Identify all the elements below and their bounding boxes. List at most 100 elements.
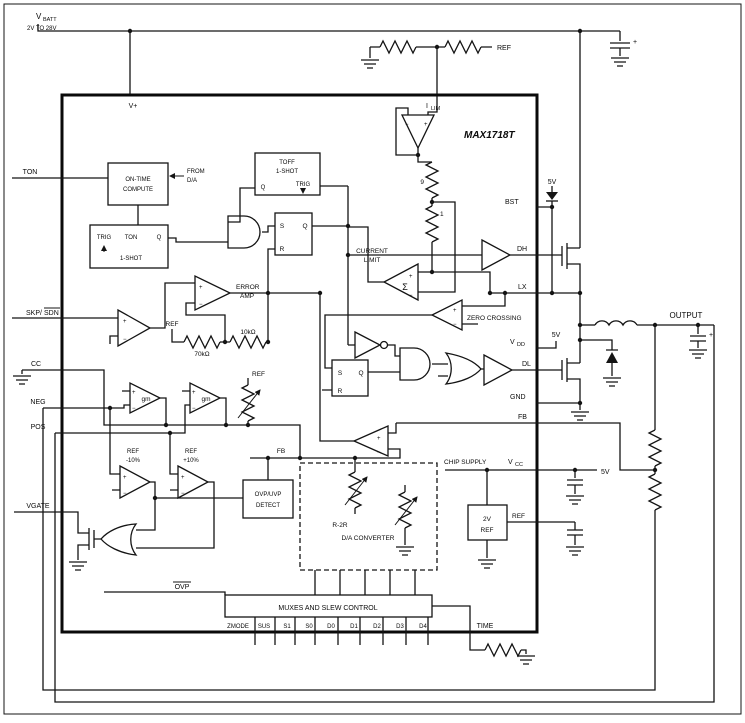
vdd-pin-sub: DD <box>517 342 525 348</box>
minus-mark: − <box>123 491 127 497</box>
on-time-line1: ON-TIME <box>125 177 150 183</box>
ref2v-line1: 2V <box>483 516 492 523</box>
ilim-pin-label: I <box>426 103 428 110</box>
ton-pin-label: TON <box>23 169 38 176</box>
toff-q-label: Q <box>261 185 266 191</box>
on-time-compute-block: ON-TIME COMPUTE TON FROM D/A <box>12 162 205 225</box>
vcc-pin-label: V <box>508 459 513 466</box>
gm-label: gm <box>141 396 150 403</box>
ref-adjust-potentiometer: REF <box>237 371 265 428</box>
gnd-pin-label: GND <box>510 394 526 401</box>
vbatt-label: V <box>36 12 42 21</box>
plus-mark: + <box>424 122 428 128</box>
error-amp-line1: ERROR <box>236 284 260 291</box>
time-net: TIME <box>432 605 535 665</box>
pin-s1: S1 <box>283 624 291 630</box>
mux-label: MUXES AND SLEW CONTROL <box>278 605 377 612</box>
current-limit-line1: CURRENT <box>356 248 388 255</box>
high-side-mosfet <box>561 243 581 293</box>
vplus-pin-label: V+ <box>129 103 138 110</box>
pwm-logic-wires <box>168 185 482 346</box>
pwm-sr-latch: S Q R <box>274 212 313 256</box>
fb-node-label: FB <box>277 448 285 455</box>
gm-label: gm <box>201 396 210 403</box>
minus-mark: − <box>453 322 457 328</box>
r-10k-label: 10kΩ <box>240 329 255 336</box>
five-v-vdd-label: 5V <box>552 332 561 339</box>
sdn-pin-label: SDN <box>44 310 59 317</box>
ratio-1-label: 1 <box>440 211 444 218</box>
minus-mark: − <box>123 337 127 343</box>
ref-low-line2: -10% <box>126 458 141 464</box>
ref-high-line1: REF <box>185 449 197 455</box>
toff-one-shot-block: TOFF 1-SHOT Q TRIG <box>254 152 321 196</box>
ton-one-shot-block: TRIG TON Q 1-SHOT <box>89 224 169 269</box>
toff-label: TOFF <box>279 160 295 166</box>
latch2-r-label: R <box>338 388 343 395</box>
output-net: OUTPUT + <box>577 311 714 511</box>
ton-q-label: Q <box>157 235 162 241</box>
ton-trig-label: TRIG <box>97 235 112 241</box>
five-v-bst-label: 5V <box>548 179 557 186</box>
pwm-and-gate <box>227 215 261 249</box>
vbatt-sub-label: BATT <box>43 17 57 23</box>
current-limit-line2: LIMIT <box>364 257 381 264</box>
minus-mark: − <box>409 293 413 299</box>
mux-slew-block: MUXES AND SLEW CONTROL OVP ZMODE SUS S1 … <box>104 581 433 645</box>
pin-zmode: ZMODE <box>227 624 249 630</box>
latch1-q-label: Q <box>302 223 307 230</box>
minus-mark: − <box>405 122 409 128</box>
ilim-pin-sub: LIM <box>431 106 441 112</box>
skp-sdn-comparator: + − SKP/ SDN <box>12 307 152 348</box>
error-amp-line2: AMP <box>240 293 254 300</box>
r2r-dac-block: R-2R D/A CONVERTER <box>299 462 438 595</box>
ovp-pin-label: OVP <box>175 584 190 591</box>
error-amplifier: + − ERROR AMP REF 10kΩ 70kΩ <box>150 248 354 442</box>
low-side-mosfet <box>561 358 589 421</box>
plus-mark: + <box>453 308 457 314</box>
plus-mark: + <box>132 390 136 396</box>
ref2v-line2: REF <box>481 527 494 534</box>
lx-pin-label: LX <box>518 284 527 291</box>
plus-polarity: + <box>633 39 637 46</box>
chip-supply-label: CHIP SUPPLY <box>444 459 487 466</box>
page-border <box>3 3 742 715</box>
pin-d1: D1 <box>350 624 358 630</box>
feedback-comparator: + − FB <box>250 422 655 471</box>
ton-block-label: TON <box>125 235 138 241</box>
bst-bootstrap: 5V BST <box>505 179 558 296</box>
ref-high-comparator: + − REF +10% <box>177 449 210 500</box>
ilim-setting-network: REF <box>361 39 511 115</box>
ref-out-label: REF <box>512 513 525 520</box>
vgate-pin-label: VGATE <box>26 503 50 510</box>
pin-d3: D3 <box>396 624 404 630</box>
zero-crossing-comparator: + − ZERO CROSSING <box>430 293 522 332</box>
ton-oneshot-label: 1-SHOT <box>120 256 142 262</box>
latch2-q-label: Q <box>358 370 363 377</box>
ovp-uvp-line2: DETECT <box>256 503 280 509</box>
ovp-uvp-detect-block: OVP/UVP DETECT <box>242 455 294 519</box>
vcc-pin-sub: CC <box>515 462 523 468</box>
current-limit-comparator: Σ + − CURRENT LIMIT <box>348 226 419 302</box>
plus-mark: + <box>123 475 127 481</box>
toff-oneshot-label: 1-SHOT <box>276 169 298 175</box>
gm-amplifier-1: gm + − <box>122 381 169 428</box>
ref-low-line1: REF <box>127 449 139 455</box>
plus-mark: + <box>199 285 203 291</box>
error-ref-label: REF <box>166 321 179 328</box>
skp-pin-label: SKP/ <box>26 310 42 317</box>
ilim-amplifier: − + 9 1 <box>395 107 491 293</box>
plus-mark: + <box>192 390 196 396</box>
ovp-uvp-line1: OVP/UVP <box>255 492 282 498</box>
output-label: OUTPUT <box>670 311 703 320</box>
dl-logic: S Q R <box>322 314 484 397</box>
pin-d2: D2 <box>373 624 381 630</box>
plus-polarity: + <box>709 332 713 339</box>
latch1-r-label: R <box>280 246 285 253</box>
pot-ref-label: REF <box>252 371 265 378</box>
latch1-s-label: S <box>280 223 285 230</box>
sigma-mark: Σ <box>402 282 408 292</box>
minus-mark: − <box>199 302 203 308</box>
chip-supply-net: 2V REF REF CHIP SUPPLY V CC 5V <box>444 459 610 569</box>
